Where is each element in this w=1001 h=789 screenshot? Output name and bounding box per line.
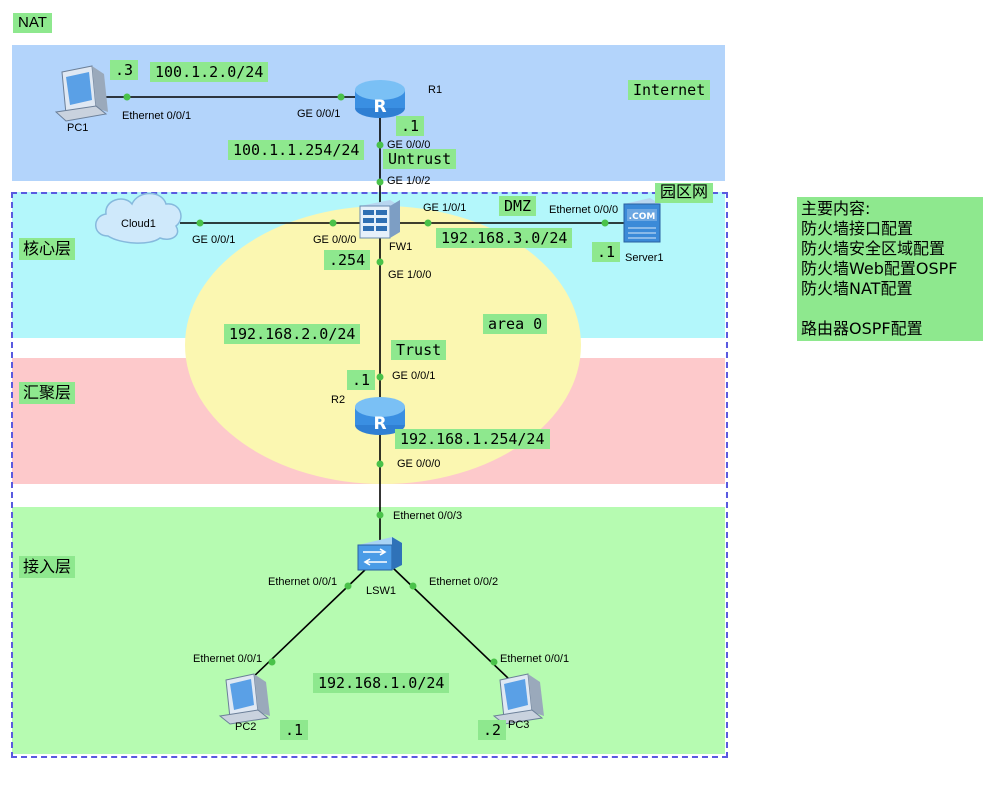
port-dot [329,219,337,227]
port-dot [337,93,345,101]
host-server1-address: .1 [592,242,621,262]
port-fw1-ge102-label: GE 1/0/2 [387,175,431,187]
port-r2-ge000-label: GE 0/0/0 [397,458,441,470]
port-r2-ge001-label: GE 0/0/1 [392,370,436,382]
notes-line [801,299,979,319]
device-server1-label: Server1 [625,252,664,264]
port-dot [344,582,352,590]
port-dot [376,511,384,519]
host-pc3-address: .2 [478,720,507,740]
router-r1-icon[interactable]: R [355,80,405,118]
port-r1-ge000-label: GE 0/0/0 [387,139,431,151]
port-r1-ge001-label: GE 0/0/1 [297,108,341,120]
firewall-fw1-icon[interactable] [359,200,400,239]
port-lsw-eth002-label: Ethernet 0/0/2 [429,576,499,588]
notes-line: 防火墙安全区域配置 [801,239,946,258]
device-pc1-label: PC1 [67,122,89,134]
pc3-icon[interactable] [492,673,544,725]
zone-internet-label: Internet [628,80,711,100]
port-dot [490,658,498,666]
port-pc2-eth-label: Ethernet 0/0/1 [193,653,263,665]
layer-access-label: 接入层 [19,556,76,578]
port-dot [376,141,384,149]
port-dot [196,219,204,227]
device-r1-label: R1 [428,84,443,96]
network-192-168-1-254-label: 192.168.1.254/24 [395,429,550,449]
host-fw1-address: .254 [324,250,371,270]
zone-untrust-label: Untrust [383,149,457,169]
server1-badge: .COM [629,212,656,222]
network-192-168-1-label: 192.168.1.0/24 [313,673,450,693]
device-fw1-label: FW1 [389,241,413,253]
port-dot [376,258,384,266]
router-r2-badge: R [373,414,386,434]
area0-label: area 0 [483,314,548,334]
notes-line: 防火墙接口配置 [801,219,914,238]
port-dot [601,219,609,227]
notes-title: 主要内容: [801,199,871,218]
notes-line: 路由器OSPF配置 [801,319,923,338]
campus-border [11,192,728,758]
network-192-168-3-label: 192.168.3.0/24 [436,228,573,248]
pc2-icon[interactable] [218,673,270,725]
host-r1-address: .1 [396,116,425,136]
device-lsw1-label: LSW1 [366,585,396,597]
device-pc2-label: PC2 [235,721,257,733]
zone-campus-label: 园区网 [655,183,714,203]
notes-line: 防火墙Web配置OSPF [801,259,958,278]
port-pc3-eth-label: Ethernet 0/0/1 [500,653,570,665]
device-cloud1-label: Cloud1 [121,218,156,230]
port-server-eth-label: Ethernet 0/0/0 [549,204,619,216]
port-fw1-ge101-label: GE 1/0/1 [423,202,467,214]
port-dot [376,460,384,468]
pc1-icon[interactable] [54,65,108,122]
layer-core-label: 核心层 [19,238,76,260]
port-dot [268,658,276,666]
port-cloud-ge001-label: GE 0/0/1 [192,234,236,246]
host-pc2-address: .1 [280,720,309,740]
port-lsw-eth001-label: Ethernet 0/0/1 [268,576,338,588]
port-dot [376,178,384,186]
port-dot [376,373,384,381]
port-fw1-ge100-label: GE 1/0/0 [388,269,432,281]
zone-trust-label: Trust [391,340,447,360]
zone-dmz-label: DMZ [499,196,537,216]
port-dot [409,582,417,590]
notes-box: 主要内容: 防火墙接口配置 防火墙安全区域配置 防火墙Web配置OSPF 防火墙… [797,197,983,341]
network-100-1-1-label: 100.1.1.254/24 [228,140,365,160]
layer-aggregation-label: 汇聚层 [19,382,76,404]
diagram-title: NAT [13,13,52,33]
port-dot [424,219,432,227]
port-fw1-ge000-label: GE 0/0/0 [313,234,357,246]
cloud1-icon[interactable] [95,192,182,244]
host-pc1-address: .3 [110,60,139,80]
device-r2-label: R2 [331,394,346,406]
network-100-1-2-label: 100.1.2.0/24 [150,62,269,82]
host-r2-address: .1 [347,370,376,390]
notes-line: 防火墙NAT配置 [801,279,913,298]
server1-icon[interactable]: .COM [623,198,661,243]
network-192-168-2-label: 192.168.2.0/24 [224,324,361,344]
router-r1-badge: R [373,97,386,117]
router-r2-icon[interactable]: R [355,397,405,435]
port-dot [123,93,131,101]
port-pc1-eth-label: Ethernet 0/0/1 [122,110,192,122]
device-pc3-label: PC3 [508,719,530,731]
port-lsw-eth003-label: Ethernet 0/0/3 [393,510,463,522]
switch-lsw1-icon[interactable] [357,537,402,571]
